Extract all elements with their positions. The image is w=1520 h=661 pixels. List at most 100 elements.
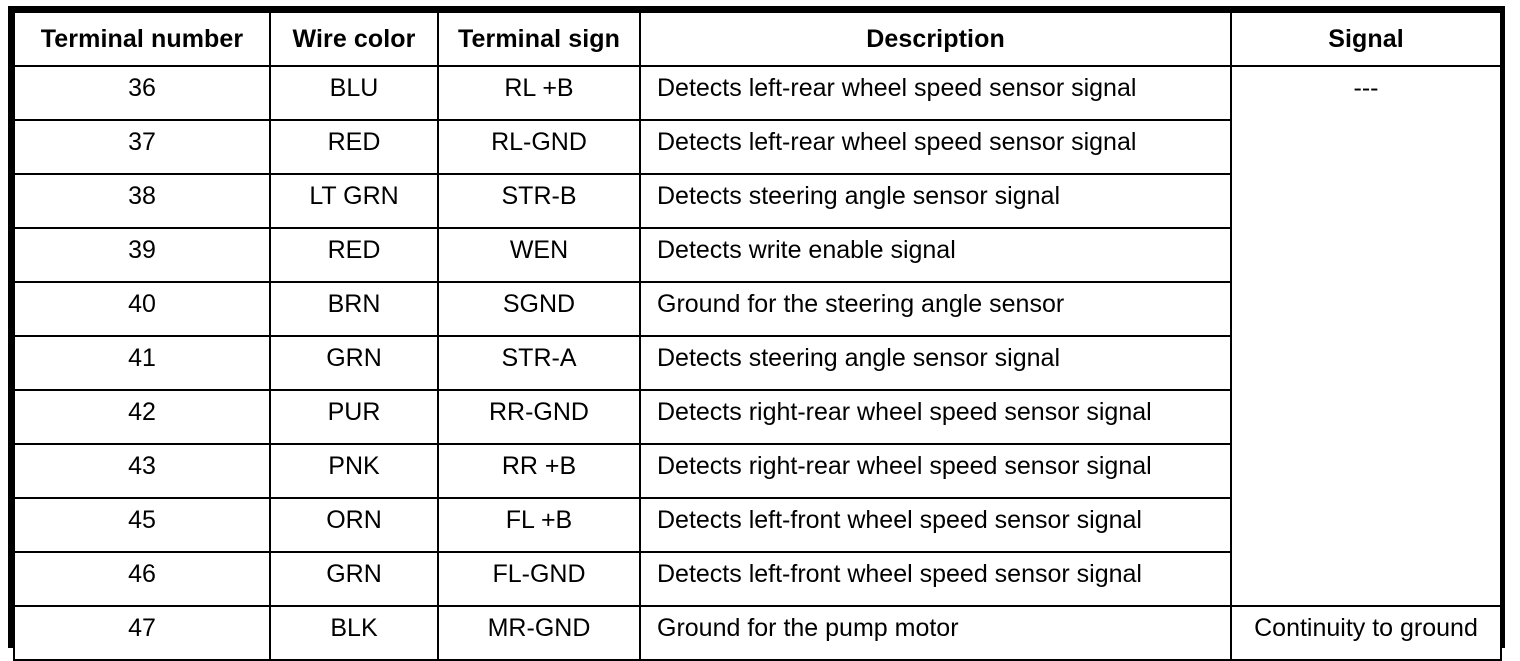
column-header-description: Description	[639, 11, 1232, 67]
cell-description: Detects right-rear wheel speed sensor si…	[639, 443, 1232, 499]
cell-wire-color: ORN	[269, 497, 439, 553]
table-body: 36 BLU RL +B Detects left-rear wheel spe…	[13, 65, 1502, 661]
cell-terminal-number: 46	[13, 551, 271, 607]
cell-terminal-number: 41	[13, 335, 271, 391]
terminal-sign-value: RR +B	[501, 452, 577, 480]
terminal-pinout-table-frame: Terminal number Wire color Terminal sign…	[8, 6, 1505, 661]
cell-terminal-number: 45	[13, 497, 271, 553]
cell-description: Detects write enable signal	[639, 227, 1232, 283]
table-row: 43 PNK RR +B Detects right-rear wheel sp…	[13, 443, 1501, 499]
cell-terminal-number: 39	[13, 227, 271, 283]
cell-wire-color: BLK	[269, 605, 439, 661]
cell-terminal-sign: STR-B	[437, 173, 641, 229]
description-value: Detects left-front wheel speed sensor si…	[657, 560, 1142, 588]
terminal-number-value: 42	[128, 398, 156, 426]
cell-terminal-sign: MR-GND	[437, 605, 641, 661]
wire-color-value: RED	[327, 128, 381, 156]
cell-terminal-sign: FL +B	[437, 497, 641, 553]
cell-description: Ground for the pump motor	[639, 605, 1232, 661]
terminal-sign-value: FL-GND	[492, 560, 586, 588]
terminal-number-value: 45	[128, 506, 156, 534]
column-header-signal: Signal	[1230, 11, 1502, 67]
cell-terminal-number: 36	[13, 65, 271, 121]
cell-terminal-number: 37	[13, 119, 271, 175]
terminal-number-value: 40	[128, 290, 156, 318]
table-row: 46 GRN FL-GND Detects left-front wheel s…	[13, 551, 1501, 607]
cell-wire-color: BRN	[269, 281, 439, 337]
table-header-row: Terminal number Wire color Terminal sign…	[13, 11, 1502, 67]
description-value: Detects steering angle sensor signal	[657, 344, 1061, 372]
terminal-sign-value: RR-GND	[489, 398, 589, 426]
cell-terminal-number: 47	[13, 605, 271, 661]
cell-wire-color: LT GRN	[269, 173, 439, 229]
cell-description: Detects left-front wheel speed sensor si…	[639, 497, 1232, 553]
terminal-sign-value: STR-B	[501, 182, 577, 210]
wire-color-value: BLU	[329, 74, 379, 102]
cell-wire-color: GRN	[269, 551, 439, 607]
wire-color-value: RED	[327, 236, 381, 264]
terminal-sign-value: FL +B	[505, 506, 573, 534]
cell-wire-color: RED	[269, 227, 439, 283]
terminal-number-value: 41	[128, 344, 156, 372]
cell-terminal-sign: SGND	[437, 281, 641, 337]
signal-value-none: ---	[1353, 74, 1379, 102]
cell-terminal-sign: RR +B	[437, 443, 641, 499]
cell-signal: Continuity to ground	[1230, 605, 1502, 661]
wire-color-value: ORN	[326, 506, 382, 534]
terminal-sign-value: SGND	[502, 290, 576, 318]
terminal-sign-value: RL +B	[504, 74, 574, 102]
wire-color-value: BRN	[327, 290, 381, 318]
description-value: Detects left-rear wheel speed sensor sig…	[657, 128, 1137, 156]
description-value: Detects right-rear wheel speed sensor si…	[657, 452, 1152, 480]
cell-description: Detects left-rear wheel speed sensor sig…	[639, 119, 1232, 175]
cell-wire-color: RED	[269, 119, 439, 175]
terminal-sign-value: WEN	[509, 236, 569, 264]
table-row: 39 RED WEN Detects write enable signal	[13, 227, 1501, 283]
cell-terminal-sign: STR-A	[437, 335, 641, 391]
signal-value: Continuity to ground	[1254, 614, 1478, 642]
terminal-sign-value: STR-A	[501, 344, 577, 372]
table-row: 40 BRN SGND Ground for the steering angl…	[13, 281, 1501, 337]
terminal-sign-value: RL-GND	[491, 128, 587, 156]
cell-description: Detects steering angle sensor signal	[639, 335, 1232, 391]
cell-description: Ground for the steering angle sensor	[639, 281, 1232, 337]
description-value: Ground for the steering angle sensor	[657, 290, 1065, 318]
cell-terminal-sign: FL-GND	[437, 551, 641, 607]
description-value: Ground for the pump motor	[657, 614, 959, 642]
description-value: Detects write enable signal	[657, 236, 956, 264]
cell-signal-merged: ---	[1230, 65, 1502, 607]
wire-color-value: PNK	[328, 452, 380, 480]
table-row: 47 BLK MR-GND Ground for the pump motor …	[13, 605, 1502, 661]
column-header-wire-color: Wire color	[269, 11, 439, 67]
terminal-number-value: 39	[128, 236, 156, 264]
column-header-terminal-number: Terminal number	[13, 11, 271, 67]
terminal-number-value: 36	[128, 74, 156, 102]
table-row: 42 PUR RR-GND Detects right-rear wheel s…	[13, 389, 1501, 445]
column-header-terminal-sign: Terminal sign	[437, 11, 641, 67]
cell-wire-color: PNK	[269, 443, 439, 499]
wire-color-value: PUR	[327, 398, 381, 426]
cell-terminal-number: 43	[13, 443, 271, 499]
table-row: 38 LT GRN STR-B Detects steering angle s…	[13, 173, 1501, 229]
cell-terminal-number: 42	[13, 389, 271, 445]
terminal-number-value: 47	[128, 614, 156, 642]
cell-wire-color: BLU	[269, 65, 439, 121]
cell-terminal-number: 40	[13, 281, 271, 337]
cell-description: Detects left-rear wheel speed sensor sig…	[639, 65, 1232, 121]
cell-terminal-sign: RL-GND	[437, 119, 641, 175]
terminal-number-value: 46	[128, 560, 156, 588]
terminal-pinout-table: Terminal number Wire color Terminal sign…	[13, 11, 1502, 661]
table-row: 41 GRN STR-A Detects steering angle sens…	[13, 335, 1501, 391]
table-row: 36 BLU RL +B Detects left-rear wheel spe…	[13, 65, 1502, 607]
wire-color-value: LT GRN	[309, 182, 399, 210]
table-row: 37 RED RL-GND Detects left-rear wheel sp…	[13, 119, 1501, 175]
wire-color-value: BLK	[330, 614, 378, 642]
cell-description: Detects right-rear wheel speed sensor si…	[639, 389, 1232, 445]
terminal-number-value: 38	[128, 182, 156, 210]
wire-color-value: GRN	[326, 344, 382, 372]
cell-terminal-number: 38	[13, 173, 271, 229]
description-value: Detects left-rear wheel speed sensor sig…	[657, 74, 1137, 102]
terminal-number-value: 37	[128, 128, 156, 156]
description-value: Detects right-rear wheel speed sensor si…	[657, 398, 1152, 426]
